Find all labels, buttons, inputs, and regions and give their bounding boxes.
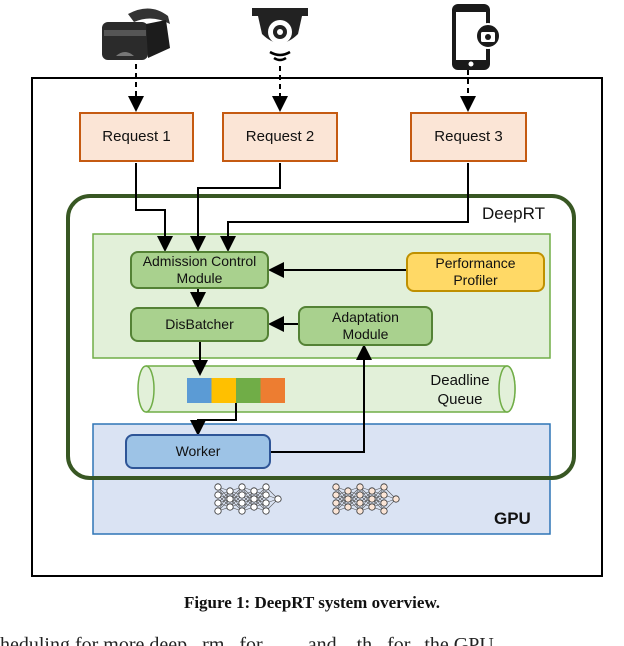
request-2-box: Request 2 [222, 112, 338, 162]
neural-network-icon [214, 483, 282, 515]
req2-arrow [190, 163, 281, 252]
queue-slot [211, 378, 236, 403]
deadline-queue-label: Deadline Queue [430, 372, 490, 408]
request-1-box: Request 1 [79, 112, 194, 162]
body-text-fragment: heduling for more deep...rm...for .... .… [0, 634, 494, 646]
gpu-label: GPU [494, 509, 531, 528]
vr-headset-icon [102, 8, 170, 60]
disbatcher-module: DisBatcher [130, 307, 269, 342]
request-1-label: Request 1 [102, 128, 171, 145]
outer-frame [31, 77, 603, 577]
worker-label: Worker [175, 443, 221, 460]
request-3-label: Request 3 [434, 128, 503, 145]
queue-slot [260, 378, 285, 403]
neural-network-icon [332, 483, 400, 515]
performance-profiler: Performance Profiler [406, 252, 545, 292]
queue-slot [236, 378, 261, 403]
queue-slots [187, 378, 285, 403]
camera-icon [252, 8, 308, 62]
request-3-box: Request 3 [410, 112, 527, 162]
admission-label: Admission Control Module [142, 253, 257, 286]
request-2-label: Request 2 [245, 128, 315, 145]
req1-arrow [135, 163, 173, 252]
profiler-label: Performance Profiler [435, 255, 516, 288]
worker-module: Worker [125, 434, 271, 469]
disbatcher-label: DisBatcher [165, 316, 234, 333]
admission-control-module: Admission Control Module [130, 251, 269, 289]
deeprt-label: DeepRT [482, 204, 545, 223]
adaptation-label: Adaptation Module [332, 309, 399, 342]
cut-off-body-text: heduling for more deep...rm...for .... .… [0, 628, 624, 646]
queue-worker-arrow [190, 403, 237, 436]
worker-adaptation-arrow [271, 344, 372, 453]
figure-caption: Figure 1: DeepRT system overview. [183, 593, 441, 612]
adaptation-module: Adaptation Module [298, 306, 433, 346]
deeprt-border [66, 194, 576, 480]
queue-slot [187, 378, 212, 403]
phone-icon [452, 4, 501, 70]
req3-arrow [220, 163, 469, 252]
